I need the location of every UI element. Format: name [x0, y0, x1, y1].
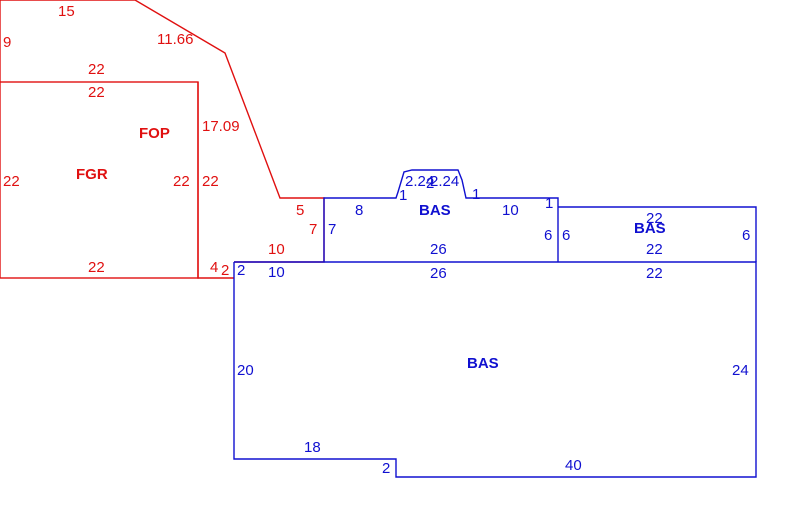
- dim-fgr-right-inner: 22: [173, 173, 190, 190]
- dim-bas-main-right: 24: [732, 362, 749, 379]
- dim-fgr-right-outer: 22: [202, 173, 219, 190]
- dim-bas-top-bump-b: 2: [426, 175, 434, 192]
- dim-bas-main-bottom: 40: [565, 457, 582, 474]
- dim-bas-main-notch: 2: [382, 460, 390, 477]
- dim-fgr-top: 22: [88, 84, 105, 101]
- dim-bas-right-left: 6: [562, 227, 570, 244]
- dim-bas-top-left-side: 7: [328, 221, 336, 238]
- dim-fop-step-side: 7: [309, 221, 317, 238]
- dim-bas-top-bump-1l: 1: [399, 187, 407, 204]
- dim-fop-diag-upper: 11.66: [157, 31, 193, 48]
- dim-bas-main-bottom-left: 18: [304, 439, 321, 456]
- dim-fop-corner-2: 2: [221, 262, 229, 279]
- area-label-bas-right: BAS: [634, 220, 666, 237]
- red-labels: 15 9 11.66 22 22 FOP 17.09 FGR 22 22 22 …: [3, 3, 317, 279]
- dim-bas-top-bump-c: 2.24: [430, 173, 459, 190]
- dim-bas-top-bump-1r: 1: [472, 186, 480, 203]
- dim-bas-top-right-run: 10: [502, 202, 519, 219]
- dim-bas-right-top: 22: [646, 210, 663, 227]
- dim-bas-top-left-run: 8: [355, 202, 363, 219]
- dim-bas-right-right: 6: [742, 227, 750, 244]
- area-label-fgr: FGR: [76, 166, 108, 183]
- dim-fop-left: 9: [3, 34, 11, 51]
- dim-fop-top: 15: [58, 3, 75, 20]
- dim-fop-bottom-outer: 22: [88, 61, 105, 78]
- dim-fop-diag-lower: 17.09: [202, 118, 240, 135]
- dim-bas-top-bottom: 26: [430, 241, 447, 258]
- dim-bas-top-right-side: 6: [544, 227, 552, 244]
- dim-bas-main-top-left: 10: [268, 264, 285, 281]
- area-label-bas-top: BAS: [419, 202, 451, 219]
- blue-outlines: [233, 169, 757, 478]
- area-label-fop: FOP: [139, 125, 170, 142]
- dim-bas-main-top-mid: 26: [430, 265, 447, 282]
- bas-right-outline: [558, 206, 757, 262]
- dim-fgr-bottom: 22: [88, 259, 105, 276]
- dim-bas-main-left: 20: [237, 362, 254, 379]
- fgr-outline: [0, 81, 199, 279]
- dim-bas-top-right-1: 1: [545, 195, 553, 212]
- dim-fop-corner-4: 4: [210, 259, 218, 276]
- dim-fop-step-bottom: 10: [268, 241, 285, 258]
- dim-bas-main-top-right: 22: [646, 265, 663, 282]
- bas-main-outline: [233, 261, 757, 478]
- dim-fgr-left: 22: [3, 173, 20, 190]
- dim-fop-step-top: 5: [296, 202, 304, 219]
- blue-labels: 2.24 2 2.24 1 1 7 8 BAS 10 1 6 26 6 22 B…: [237, 173, 750, 477]
- dim-bas-right-bottom-inner: 22: [646, 241, 663, 258]
- dim-bas-top-bump-a: 2.24: [405, 173, 434, 190]
- bas-top-outline: [323, 169, 559, 262]
- dim-bas-main-left-2: 2: [237, 262, 245, 279]
- area-label-bas-main: BAS: [467, 355, 499, 372]
